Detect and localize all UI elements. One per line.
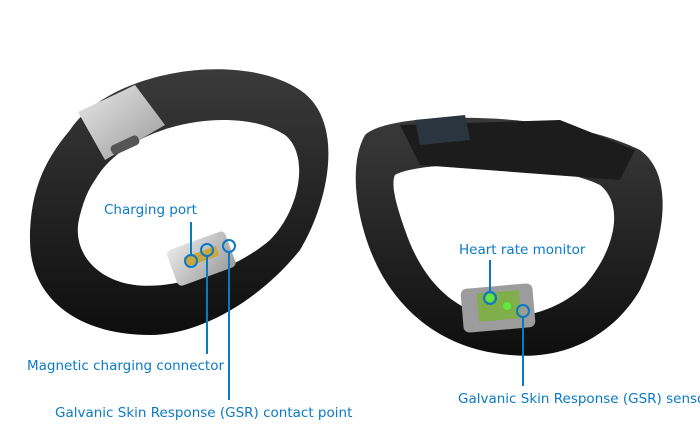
label-gsr-sensor: Galvanic Skin Response (GSR) sensor	[458, 391, 700, 407]
label-charging-port: Charging port	[104, 202, 197, 218]
charging-port-cover	[78, 85, 165, 160]
charging-port-marker	[184, 254, 198, 268]
left-band	[30, 69, 329, 335]
gsr-sensor-marker	[516, 304, 530, 318]
label-magnetic-connector: Magnetic charging connector	[27, 358, 225, 374]
magnetic-connector-marker	[200, 243, 214, 257]
label-gsr-contact: Galvanic Skin Response (GSR) contact poi…	[55, 405, 353, 421]
heart-rate-marker	[483, 291, 497, 305]
right-band	[355, 115, 663, 356]
callouts	[184, 222, 530, 400]
label-heart-rate: Heart rate monitor	[459, 242, 586, 258]
gsr-contact-marker	[222, 239, 236, 253]
